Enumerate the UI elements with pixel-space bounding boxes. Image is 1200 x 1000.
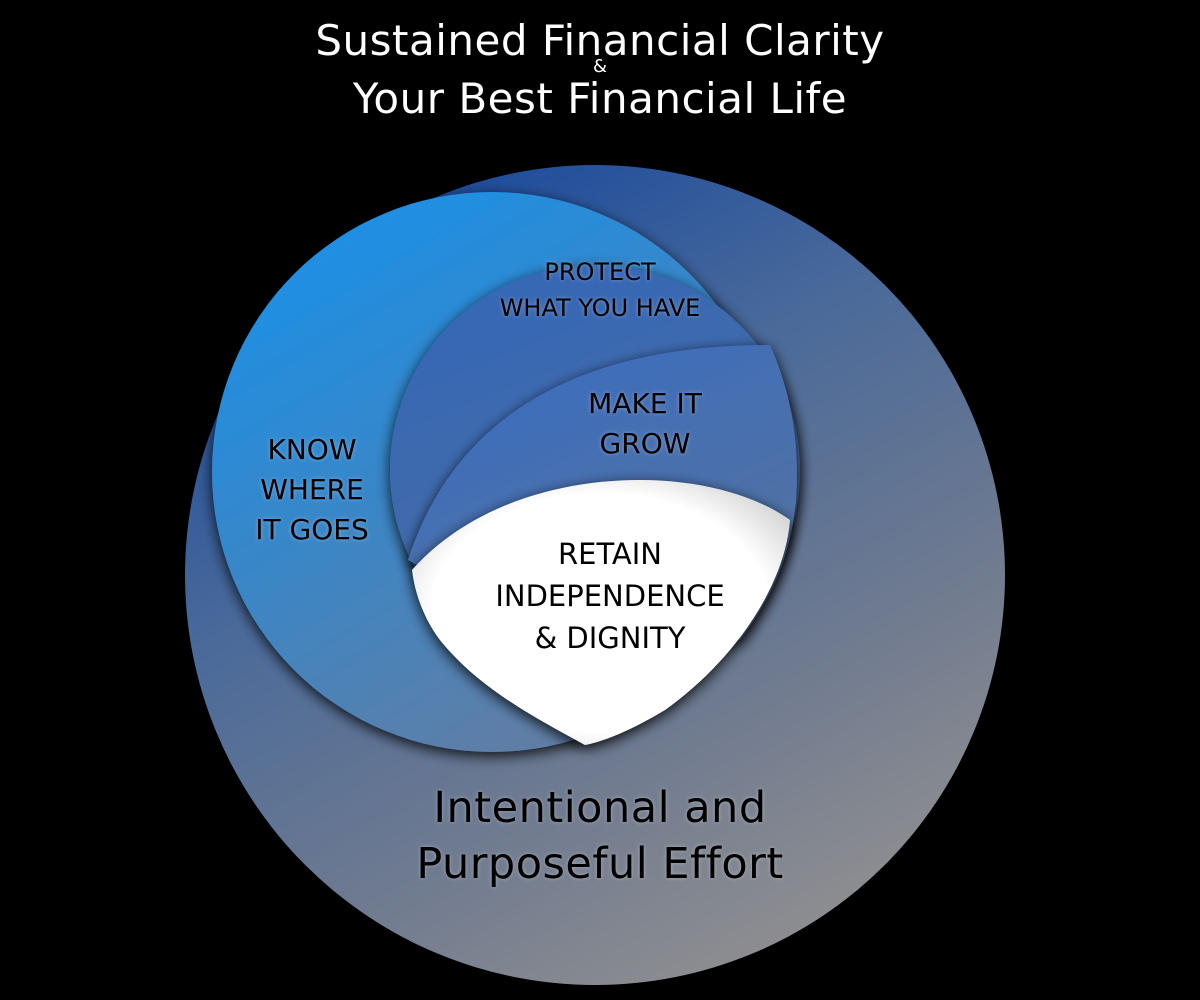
retain-region <box>412 480 790 745</box>
label-retain: RETAIN INDEPENDENCE & DIGNITY <box>495 537 725 655</box>
label-know-where-it-goes: KNOW WHERE IT GOES <box>255 433 369 546</box>
label-make-it-grow: MAKE IT GROW <box>588 387 702 460</box>
label-protect: PROTECT WHAT YOU HAVE <box>499 258 701 322</box>
title-line-2: Your Best Financial Life <box>352 74 848 123</box>
title-ampersand: & <box>592 56 608 77</box>
title-line-1: Sustained Financial Clarity <box>315 16 885 65</box>
label-intentional-effort: Intentional and Purposeful Effort <box>416 783 784 889</box>
diagram-title: Sustained Financial Clarity & Your Best … <box>0 14 1200 126</box>
